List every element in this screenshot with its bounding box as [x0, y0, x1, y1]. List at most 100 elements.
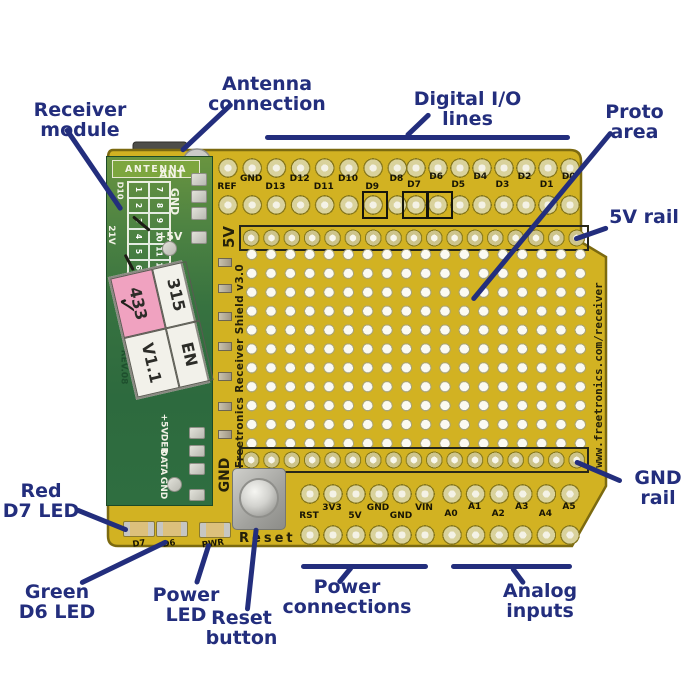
reset-silkscreen: Reset [239, 531, 296, 546]
analog-label-a1-1: A1 [467, 502, 482, 512]
smd-component [218, 430, 232, 439]
digital-label-d5-2: D5 [451, 180, 466, 190]
module-table-cell: 8 [149, 197, 170, 213]
smd-component [218, 402, 232, 411]
module-bottom-pin-label-gnd: GND [157, 476, 168, 500]
digital-label-d12-3: D12 [289, 174, 310, 184]
callout-power-led: Power LED [152, 584, 220, 626]
digital-label-d6-1: D6 [429, 172, 443, 182]
callout-analog-inputs: Analog inputs [502, 580, 578, 622]
digital-header-left-row2 [216, 193, 410, 217]
analog-label-a4-4: A4 [538, 509, 553, 519]
module-pad [191, 231, 207, 244]
module-table-cell: 5 [128, 244, 149, 260]
callout-antenna-connection: Antenna connection [208, 73, 326, 115]
power-label-rst-0: RST [299, 511, 319, 521]
module-pin-ant-label: ANT [159, 168, 185, 181]
led-label-d7: D7 [131, 538, 147, 550]
module-screw [167, 477, 182, 492]
module-pad [189, 489, 205, 501]
digital-label-d1-6: D1 [539, 180, 554, 190]
callout-reset-button: Reset button [205, 607, 278, 649]
module-pad [189, 445, 205, 457]
d6-led [156, 521, 188, 537]
smd-component [218, 258, 232, 267]
module-table-cell: 2 [128, 197, 149, 213]
analog-header-row2 [440, 523, 582, 546]
module-side-label: 21V [106, 225, 116, 245]
callout-gnd-rail: GND rail [634, 467, 682, 509]
callout-green-d6-led-line1: Green [24, 581, 90, 603]
jumper-box-d6 [427, 191, 453, 219]
callout-power-connections: Power connections [282, 576, 412, 618]
digital-label-d7-0: D7 [407, 180, 421, 190]
module-bottom-pin-label-5v: +5V [158, 413, 168, 435]
digital-label-d3-4: D3 [495, 180, 510, 190]
module-table-cell: 4 [128, 228, 149, 244]
module-screw [162, 241, 177, 256]
callout-red-d7-led-line1: Red [20, 480, 62, 502]
url-text: www.freetronics.com/receiver [591, 282, 605, 468]
sticker-checkmark: ✓ [112, 294, 142, 317]
analog-label-a5-5: A5 [562, 502, 576, 512]
smd-component [218, 312, 232, 321]
power-header-row2 [298, 523, 436, 546]
jumper-box-d8 [362, 191, 388, 219]
module-table-cell: 1 [128, 182, 149, 198]
analog-label-a0-0: A0 [444, 509, 458, 519]
module-table-cell: 10 [149, 228, 170, 244]
module-pin-gnd-label: GND [168, 187, 182, 215]
callout-5v-rail: 5V rail [609, 206, 679, 228]
smd-component [218, 284, 232, 293]
callout-line-digital-io-span [265, 135, 570, 140]
digital-label-d10-5: D10 [338, 174, 358, 184]
power-label-5v-2: 5V [348, 511, 362, 521]
reset-button-dome[interactable] [239, 478, 279, 518]
module-table-cell: 7 [149, 182, 170, 198]
antenna-label: ANTENNA [124, 163, 188, 175]
callout-proto-area: Proto area [605, 101, 664, 143]
shield-name-text: Freetronics Receiver Shield v3.0 [234, 263, 246, 469]
analog-label-a2-2: A2 [491, 509, 505, 519]
module-pad [189, 463, 205, 475]
rail-gnd-pads [239, 447, 589, 473]
module-pad [189, 427, 205, 439]
callout-line-power-connections-span [301, 564, 428, 569]
digital-label-d9-6: D9 [365, 182, 380, 192]
module-config-table: 172839410511612 [127, 181, 171, 276]
reset-button[interactable] [232, 468, 286, 530]
digital-label-d2-5: D2 [517, 172, 532, 182]
power-led [199, 522, 231, 538]
module-pad [191, 190, 207, 203]
power-label-gnd-3: GND [366, 503, 390, 513]
smd-component [218, 372, 232, 381]
jumper-box-d7 [402, 191, 428, 219]
power-label-3v3-1: 3V3 [322, 503, 342, 513]
callout-receiver-module: Receiver module [33, 99, 127, 141]
digital-label-d11-4: D11 [313, 182, 334, 192]
module-bottom-pin-label-der: DER [158, 433, 168, 455]
callout-red-d7-led-line2: D7 LED [2, 500, 80, 522]
digital-label-ref-0: REF [217, 182, 237, 192]
module-table-cell: 3 [128, 213, 149, 229]
digital-label-d4-3: D4 [473, 172, 488, 182]
digital-label-d8-7: D8 [389, 174, 404, 184]
digital-label-d13-2: D13 [265, 182, 286, 192]
callout-digital-io-lines: Digital I/O lines [413, 88, 522, 130]
callout-green-d6-led-line2: D6 LED [18, 601, 96, 623]
rail-5v-silkscreen: 5V [220, 225, 238, 249]
digital-header-left-row1 [216, 156, 410, 180]
power-label-gnd-4: GND [389, 511, 413, 521]
rail-gnd-silkscreen: GND [217, 457, 233, 493]
module-bottom-pin-label-data: DATA [158, 448, 168, 476]
digital-label-gnd-1: GND [239, 174, 263, 184]
digital-header-right-row1 [404, 156, 580, 180]
analog-header-row1 [440, 482, 582, 505]
module-pin-5v-label: +5V [157, 230, 183, 243]
smd-component [218, 342, 232, 351]
antenna-silkscreen-box: ANTENNA [112, 160, 200, 178]
digital-label-d0-7: D0 [561, 172, 576, 182]
module-pad [191, 207, 207, 220]
power-header-row1 [298, 482, 436, 505]
